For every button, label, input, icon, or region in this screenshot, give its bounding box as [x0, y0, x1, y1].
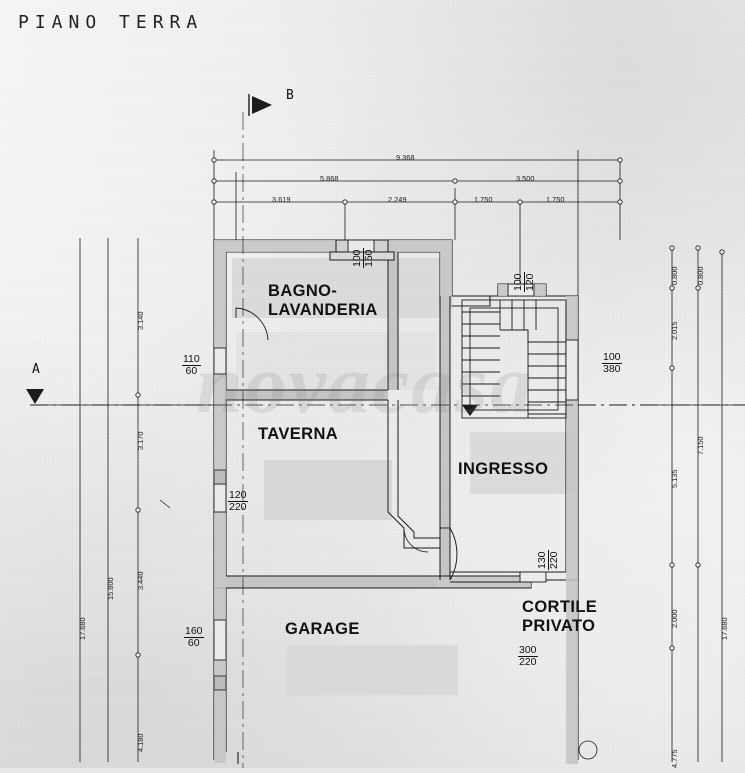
opening-height: 60 — [187, 636, 200, 649]
opening-width: 100 — [602, 351, 622, 364]
dim-right-5135: 5.135 — [670, 469, 679, 489]
dim-right-2000: 2.000 — [670, 609, 679, 629]
opening-height: 220 — [547, 551, 560, 569]
section-marker-b-arrow — [248, 94, 272, 116]
dim-right-mid-0800: 0.800 — [696, 266, 705, 286]
opening-height: 380 — [603, 362, 621, 375]
opening-width: 300 — [518, 644, 538, 657]
opening-window-bagno-left: 110 60 — [182, 354, 201, 376]
dim-left-3170: 3.170 — [136, 431, 145, 451]
opening-door-taverna-left: 120 220 — [228, 490, 248, 512]
room-label-garage: GARAGE — [285, 620, 360, 638]
interior-walls — [226, 252, 566, 589]
detail-marks — [159, 469, 598, 760]
room-label-bagno-lavanderia: BAGNO- LAVANDERIA — [268, 282, 378, 320]
opening-door-ingresso-bottom: 130 220 — [536, 550, 560, 570]
opening-door-garage: 160 60 — [184, 626, 204, 648]
opening-width: 160 — [184, 625, 204, 638]
dim-left-17680: 17.680 — [78, 617, 87, 640]
dim-top-5868: 5.868 — [320, 174, 339, 183]
opening-height: 150 — [362, 249, 375, 267]
room-fill-blocks — [232, 258, 576, 695]
section-marker-a-label: A — [32, 362, 40, 377]
dim-top-9368: 9.368 — [396, 153, 415, 162]
dim-top-1750-a: 1.750 — [474, 195, 493, 204]
opening-width: 130 — [536, 550, 549, 570]
dimension-chain-right — [655, 245, 745, 762]
opening-window-ingresso-right: 100 380 — [602, 352, 622, 374]
room-label-taverna: TAVERNA — [258, 425, 339, 443]
dim-top-3500: 3.500 — [516, 174, 535, 183]
opening-width: 100 — [351, 248, 364, 268]
opening-height: 120 — [523, 273, 536, 291]
room-label-ingresso: INGRESSO — [458, 460, 549, 478]
opening-gate-cortile: 300 220 — [518, 645, 538, 667]
section-marker-b-label: B — [286, 88, 294, 103]
page-title: PIANO TERRA — [18, 12, 204, 33]
dim-top-3619: 3.619 — [272, 195, 291, 204]
dim-right-outer-17680: 17.680 — [720, 617, 729, 640]
dimension-chain-top — [211, 150, 623, 296]
wall-openings — [213, 239, 579, 661]
dim-right-mid-7150: 7.150 — [696, 436, 705, 456]
opening-width: 110 — [182, 353, 201, 366]
dim-top-1750-b: 1.750 — [546, 195, 565, 204]
dim-left-3440: 3.440 — [136, 571, 145, 591]
door-swings — [235, 307, 458, 581]
room-label-cortile-privato: CORTILE PRIVATO — [522, 598, 598, 636]
dimension-chain-left — [30, 238, 214, 762]
dim-left-4180: 4.180 — [136, 733, 145, 753]
staircase — [461, 299, 577, 419]
dim-right-4775: 4.775 — [670, 749, 679, 769]
dim-left-3140: 3.140 — [136, 311, 145, 331]
dim-right-2015: 2.015 — [670, 321, 679, 341]
opening-window-stairs-top: 100 120 — [512, 272, 536, 292]
opening-height: 220 — [519, 655, 537, 668]
section-marker-a-arrow — [26, 389, 44, 404]
dim-top-2249: 2.249 — [388, 195, 407, 204]
dim-left-15800: 15.800 — [106, 577, 115, 600]
opening-height: 60 — [185, 364, 198, 377]
opening-height: 220 — [229, 500, 247, 513]
opening-width: 120 — [228, 489, 248, 502]
dim-right-0800: 0.800 — [670, 266, 679, 286]
opening-window-bagno-top: 100 150 — [351, 248, 375, 268]
opening-width: 100 — [512, 272, 525, 292]
